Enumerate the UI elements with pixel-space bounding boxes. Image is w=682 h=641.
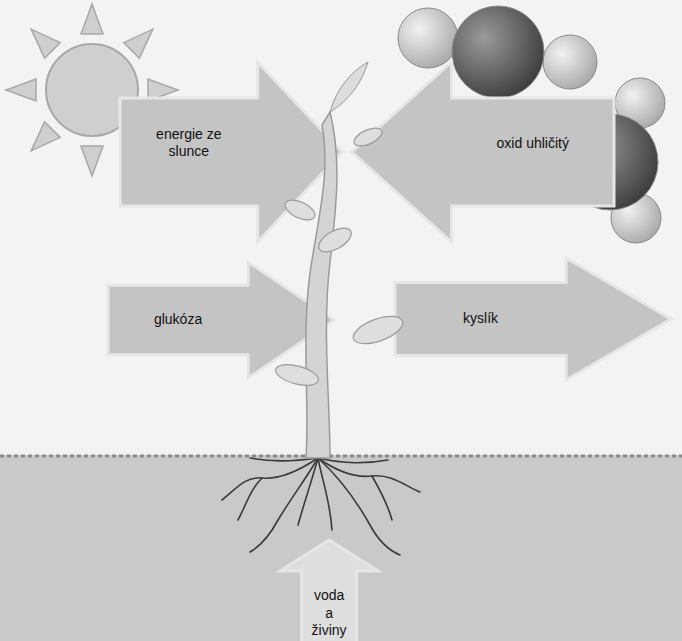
arrow-label: kyslík <box>463 310 498 328</box>
arrow-outline <box>108 262 334 378</box>
arrow-label: glukóza <box>154 311 202 329</box>
process-arrow: energie ze slunce <box>120 62 342 242</box>
sun-ray <box>31 29 60 58</box>
soil-surface <box>0 455 682 458</box>
sun-ray <box>81 4 103 34</box>
sun-ray <box>81 146 103 176</box>
arrow-body <box>280 540 378 641</box>
process-arrow: kyslík <box>395 258 671 380</box>
process-arrow: glukóza <box>108 262 334 378</box>
arrow-outline <box>352 62 614 242</box>
process-arrow: oxid uhličitý <box>352 62 614 242</box>
arrow-label: energie ze slunce <box>139 126 239 161</box>
arrow-body <box>108 262 334 378</box>
stem <box>306 112 337 458</box>
arrow-body <box>395 258 671 380</box>
leaves <box>273 124 406 389</box>
arrow-outline <box>395 258 671 380</box>
roots <box>222 458 420 555</box>
process-arrow: voda a živiny <box>280 540 378 641</box>
sun-ray <box>31 122 60 151</box>
arrow-label: voda a živiny <box>312 587 347 640</box>
arrow-body <box>120 62 342 242</box>
arrow-label: oxid uhličitý <box>497 135 569 153</box>
arrow-outline <box>120 62 342 242</box>
arrow-body <box>352 62 614 242</box>
sun-ray <box>6 79 36 101</box>
leaf <box>330 62 368 112</box>
sun-ray <box>124 29 153 58</box>
